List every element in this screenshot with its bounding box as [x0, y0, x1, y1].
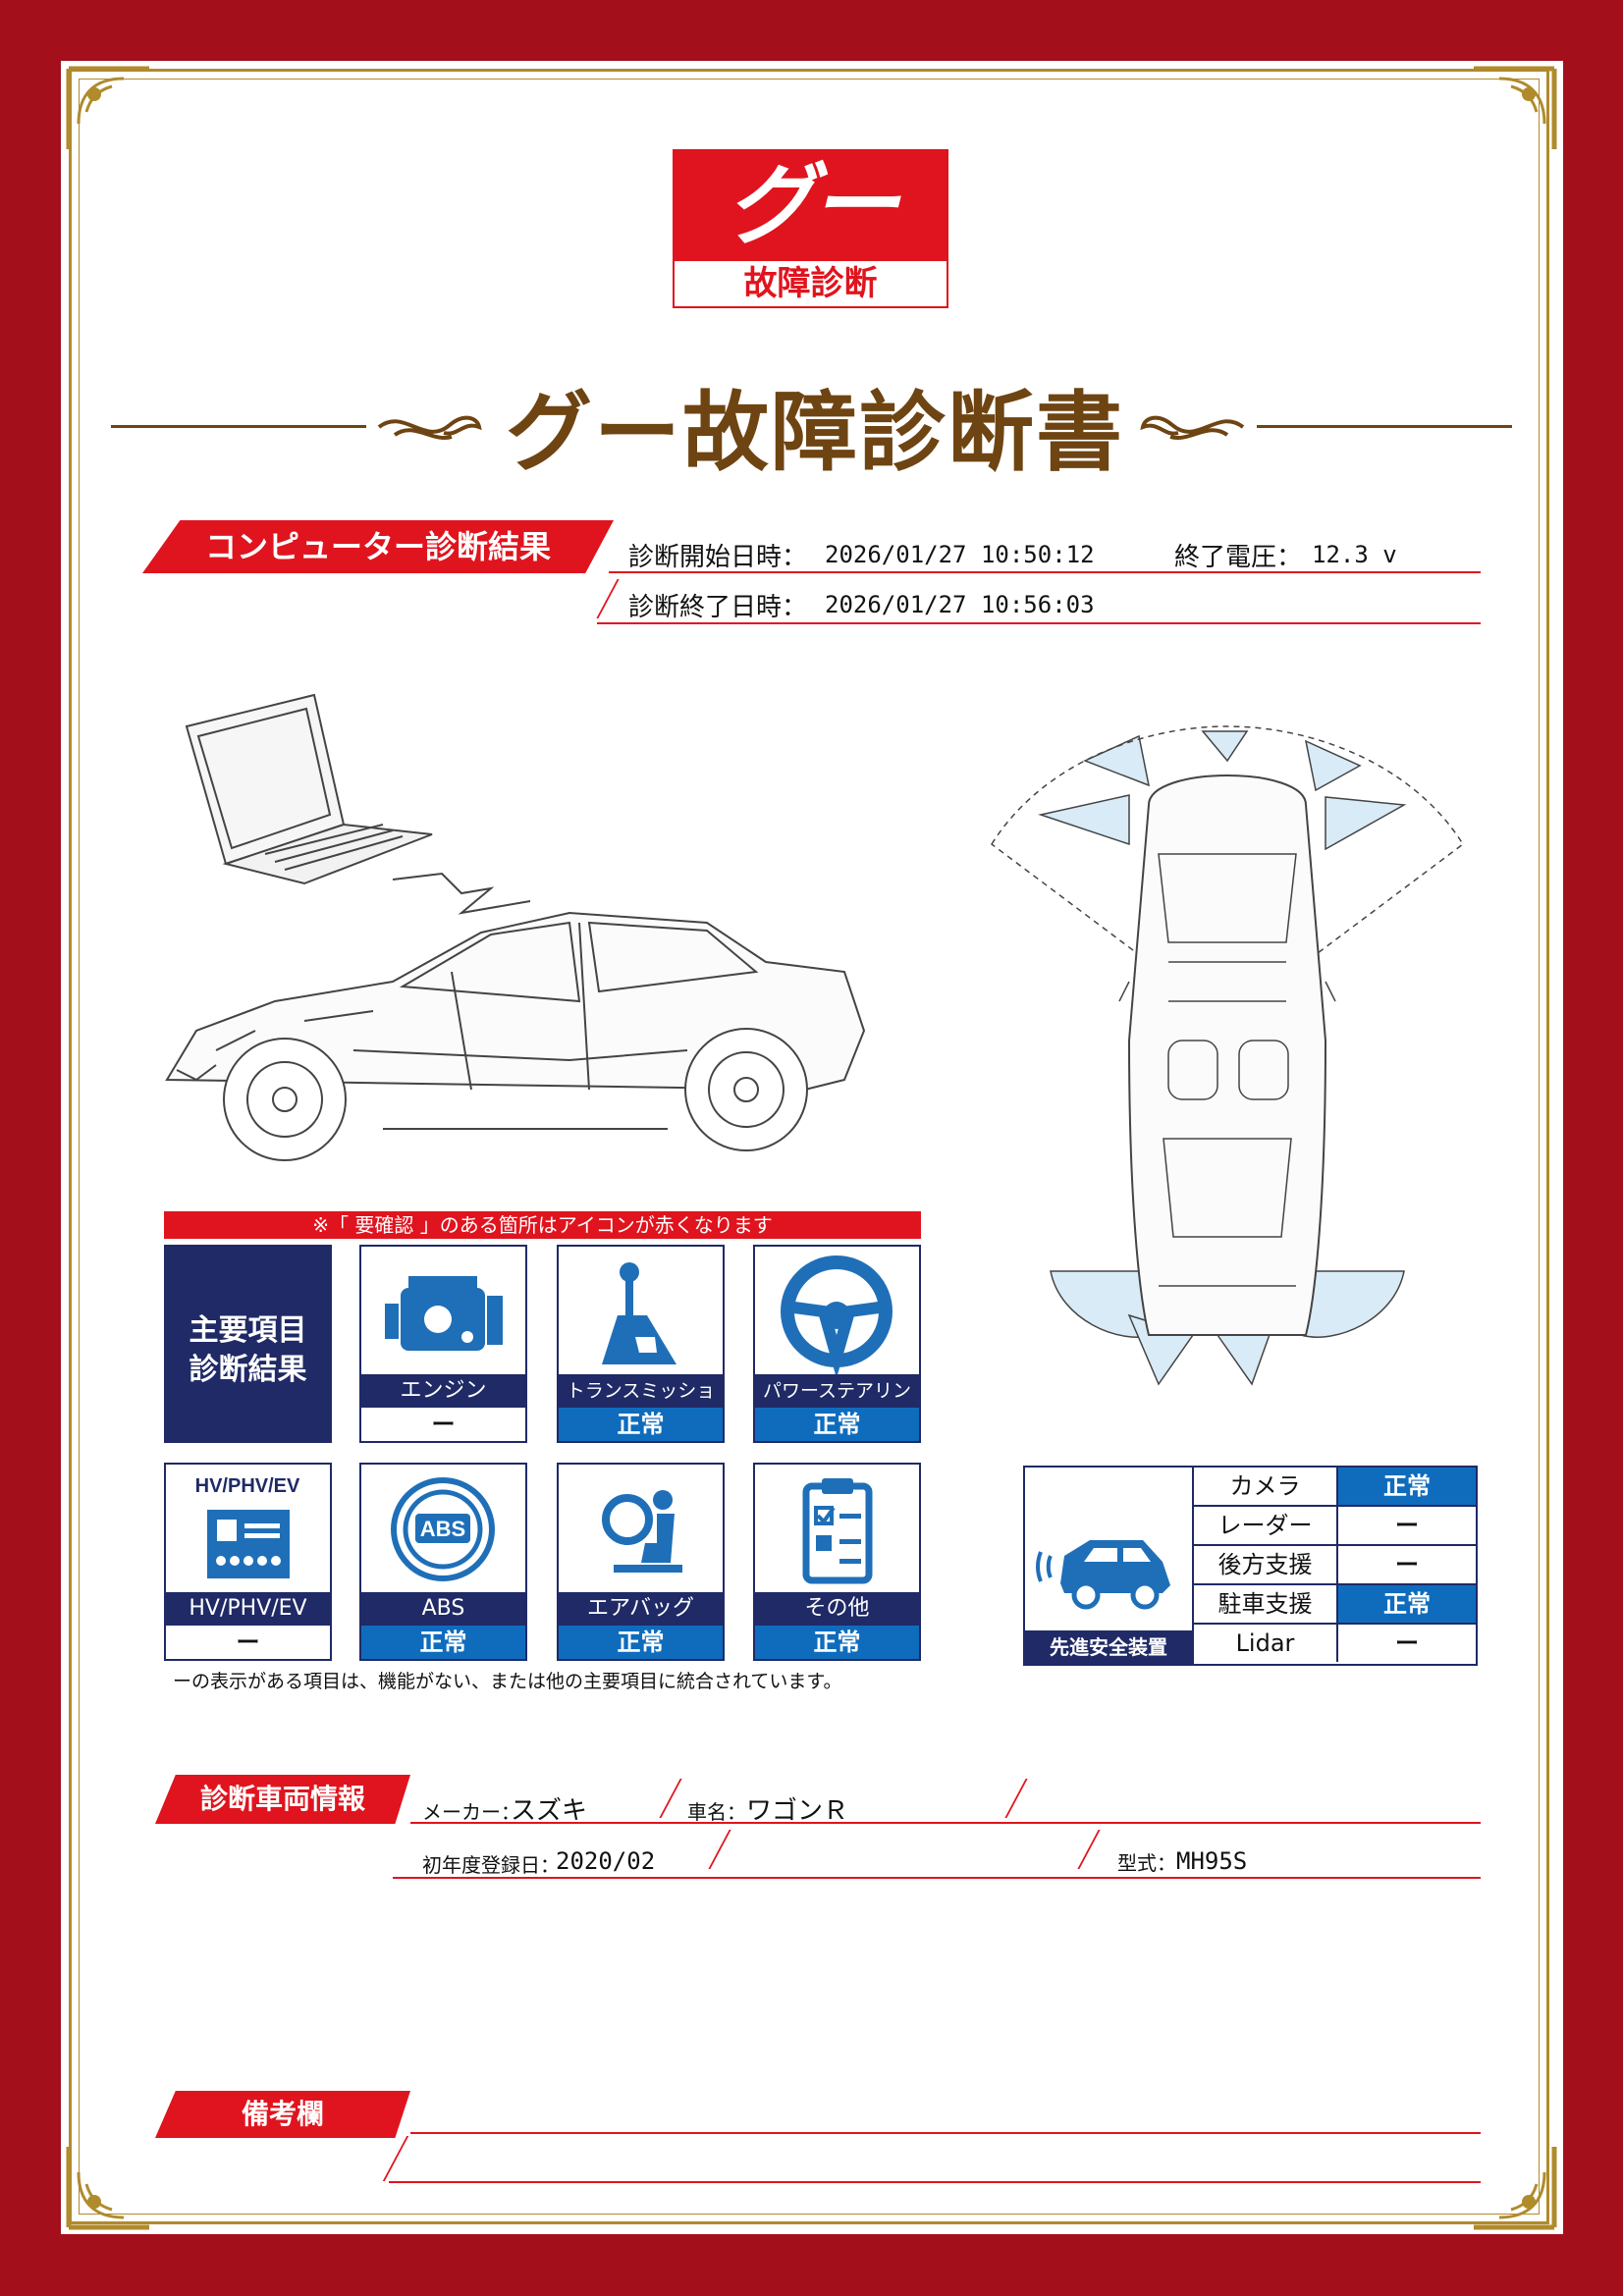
adas-row-status: ー	[1338, 1546, 1476, 1583]
adas-row-name: カメラ	[1194, 1468, 1338, 1505]
adas-row-name: Lidar	[1194, 1625, 1338, 1662]
item-tile-abs: ABS ABS 正常	[359, 1463, 527, 1661]
item-name: HV/PHV/EV	[166, 1592, 330, 1626]
flourish-left-icon	[377, 415, 482, 441]
gear-shift-icon	[602, 1262, 676, 1364]
adas-row-status: 正常	[1338, 1585, 1476, 1623]
notice-bar: ※「 要確認 」のある箇所はアイコンが赤くなります	[164, 1211, 921, 1239]
underline	[393, 1877, 1481, 1879]
title-rule-left	[111, 425, 366, 428]
item-tile-airbag: エアバッグ 正常	[557, 1463, 725, 1661]
adas-label: 先進安全装置	[1025, 1630, 1192, 1664]
adas-row-name: レーダー	[1194, 1507, 1338, 1544]
engine-icon	[385, 1276, 503, 1351]
corner-ornament-icon	[1474, 2147, 1557, 2230]
underline	[609, 571, 1481, 573]
car-side-illustration	[165, 693, 866, 1161]
item-tile-hv: HV/PHV/EV HV/PHV/EV ー	[164, 1463, 332, 1661]
end-voltage-label: 終了電圧：	[1174, 543, 1303, 572]
title-rule-right	[1257, 425, 1512, 428]
underline	[410, 2132, 1481, 2134]
end-time-value: 2026/01/27 10:56:03	[825, 591, 1095, 618]
model-value: ワゴンＲ	[746, 1796, 849, 1826]
adas-row-status: 正常	[1338, 1468, 1476, 1505]
adas-row-radar: レーダー ー	[1194, 1507, 1476, 1546]
item-name: ABS	[361, 1592, 525, 1626]
logo-subtitle: 故障診断	[743, 264, 878, 303]
end-voltage-value: 12.3 v	[1312, 541, 1397, 568]
main-items-heading-line2: 診断結果	[189, 1353, 307, 1387]
battery-icon: HV/PHV/EV	[195, 1475, 300, 1578]
adas-row-status: ー	[1338, 1625, 1476, 1662]
item-status: ー	[361, 1408, 525, 1441]
item-status: ー	[166, 1626, 330, 1659]
adas-row-status: ー	[1338, 1507, 1476, 1544]
adas-row-rear-assist: 後方支援 ー	[1194, 1546, 1476, 1585]
maker-value: スズキ	[511, 1796, 588, 1826]
adas-row-camera: カメラ 正常	[1194, 1468, 1476, 1507]
item-tile-power-steering: パワーステアリング 正常	[753, 1245, 921, 1443]
adas-row-lidar: Lidar ー	[1194, 1625, 1476, 1664]
adas-row-name: 後方支援	[1194, 1546, 1338, 1583]
item-name: エアバッグ	[559, 1592, 723, 1626]
remarks-tab: 備考欄	[155, 2091, 410, 2138]
logo-mark: グー	[675, 151, 947, 261]
main-items-heading-line1: 主要項目	[189, 1313, 307, 1348]
steering-wheel-icon	[781, 1255, 893, 1374]
adas-table: 先進安全装置 カメラ 正常 レーダー ー 後方支援 ー 駐車支援 正常 Lida…	[1023, 1466, 1478, 1666]
underline	[410, 1822, 1481, 1824]
clipboard-icon	[802, 1478, 873, 1584]
car-sensor-icon	[1036, 1540, 1170, 1610]
footnote: ーの表示がある項目は、機能がない、または他の主要項目に統合されています。	[173, 1671, 842, 1692]
item-name: パワーステアリング	[755, 1374, 919, 1435]
end-time-label: 診断終了日時：	[628, 593, 808, 622]
corner-ornament-icon	[1474, 66, 1557, 149]
computer-diagnosis-tab: コンピューター診断結果	[142, 520, 614, 573]
registration-label: 初年度登録日：	[422, 1853, 560, 1877]
adas-icon-cell: 先進安全装置	[1025, 1468, 1194, 1664]
underline	[389, 2181, 1481, 2183]
item-tile-other: その他 正常	[753, 1463, 921, 1661]
corner-ornament-icon	[66, 2147, 149, 2230]
item-name: エンジン	[361, 1374, 525, 1408]
type-value: MH95S	[1176, 1847, 1248, 1875]
item-status: 正常	[755, 1408, 919, 1441]
underline	[597, 622, 1481, 624]
goo-logo: グー 故障診断	[673, 149, 948, 308]
abs-icon-text: ABS	[420, 1517, 465, 1541]
item-name: トランスミッション	[559, 1374, 723, 1435]
model-label: 車名：	[687, 1800, 746, 1824]
type-label: 型式：	[1117, 1851, 1176, 1875]
item-status: 正常	[559, 1626, 723, 1659]
start-time-value: 2026/01/27 10:50:12	[825, 541, 1095, 568]
corner-ornament-icon	[66, 66, 149, 149]
flourish-right-icon	[1140, 415, 1245, 441]
document-title: グー故障診断書	[505, 382, 1124, 483]
vehicle-info-tab: 診断車両情報	[155, 1775, 410, 1824]
item-tile-transmission: トランスミッション 正常	[557, 1245, 725, 1443]
item-status: 正常	[361, 1626, 525, 1659]
abs-icon: ABS	[391, 1477, 495, 1581]
main-items-heading: 主要項目 診断結果	[164, 1245, 332, 1443]
item-status: 正常	[755, 1626, 919, 1659]
gold-frame-inner	[79, 79, 1540, 2215]
registration-value: 2020/02	[556, 1847, 656, 1875]
gold-frame-outer	[69, 69, 1549, 2224]
airbag-icon	[602, 1490, 682, 1573]
adas-row-parking-assist: 駐車支援 正常	[1194, 1585, 1476, 1625]
item-tile-engine: エンジン ー	[359, 1245, 527, 1443]
maker-label: メーカー：	[422, 1800, 520, 1824]
start-time-label: 診断開始日時：	[628, 543, 808, 572]
car-top-illustration	[990, 725, 1465, 1386]
adas-row-name: 駐車支援	[1194, 1585, 1338, 1623]
battery-icon-text: HV/PHV/EV	[195, 1475, 300, 1497]
item-status: 正常	[559, 1408, 723, 1441]
item-name: その他	[755, 1592, 919, 1626]
